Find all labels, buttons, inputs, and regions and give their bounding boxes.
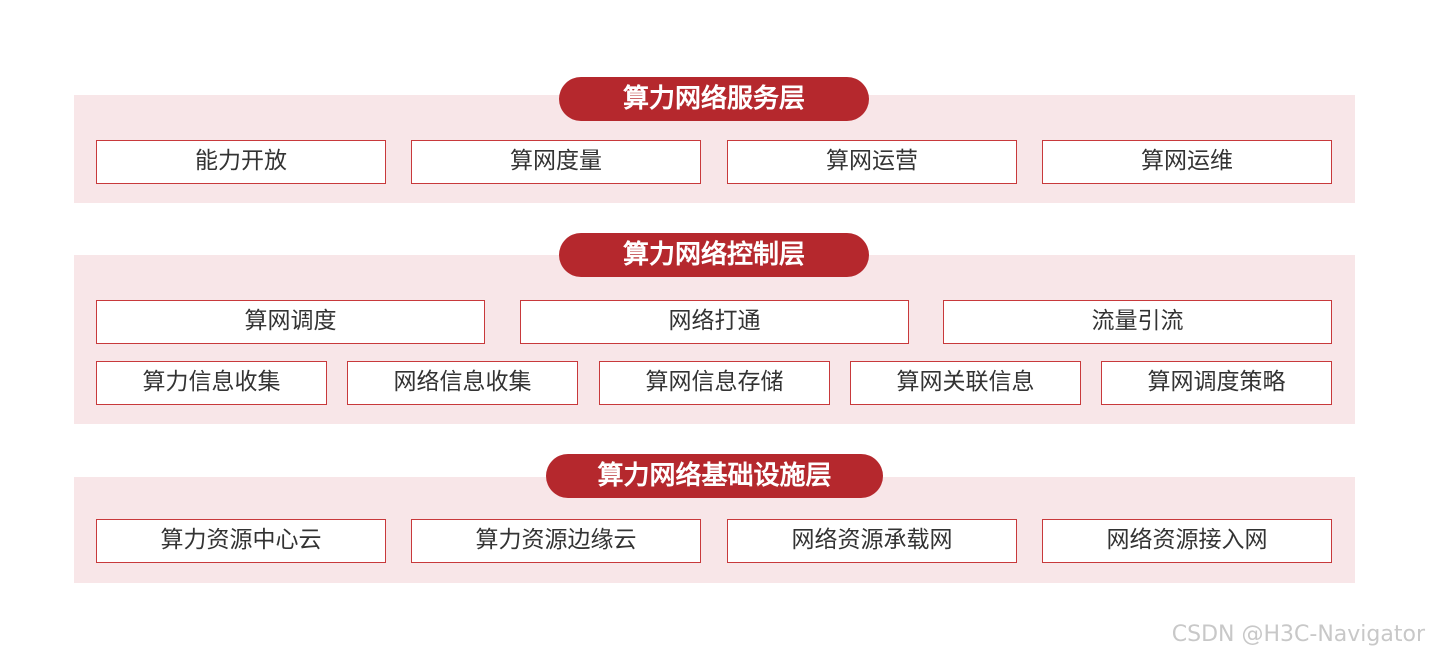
service-layer-item: 算网运营 — [727, 140, 1017, 184]
service-layer-item: 能力开放 — [96, 140, 386, 184]
infrastructure-layer-item: 算力资源边缘云 — [411, 519, 701, 563]
control-layer-item: 算网关联信息 — [850, 361, 1081, 405]
service-layer-item: 算网运维 — [1042, 140, 1332, 184]
control-layer-item: 流量引流 — [943, 300, 1332, 344]
infrastructure-layer-title: 算力网络基础设施层 — [546, 454, 883, 498]
control-layer-item: 算力信息收集 — [96, 361, 327, 405]
control-layer-item: 算网调度策略 — [1101, 361, 1332, 405]
service-layer-title: 算力网络服务层 — [559, 77, 869, 121]
watermark: CSDN @H3C-Navigator — [1171, 622, 1425, 647]
service-layer-item: 算网度量 — [411, 140, 701, 184]
control-layer-item: 算网信息存储 — [599, 361, 830, 405]
infrastructure-layer-item: 网络资源接入网 — [1042, 519, 1332, 563]
control-layer-title: 算力网络控制层 — [559, 233, 869, 277]
control-layer-item: 网络打通 — [520, 300, 909, 344]
infrastructure-layer-item: 网络资源承载网 — [727, 519, 1017, 563]
control-layer-item: 网络信息收集 — [347, 361, 578, 405]
infrastructure-layer-item: 算力资源中心云 — [96, 519, 386, 563]
control-layer-item: 算网调度 — [96, 300, 485, 344]
